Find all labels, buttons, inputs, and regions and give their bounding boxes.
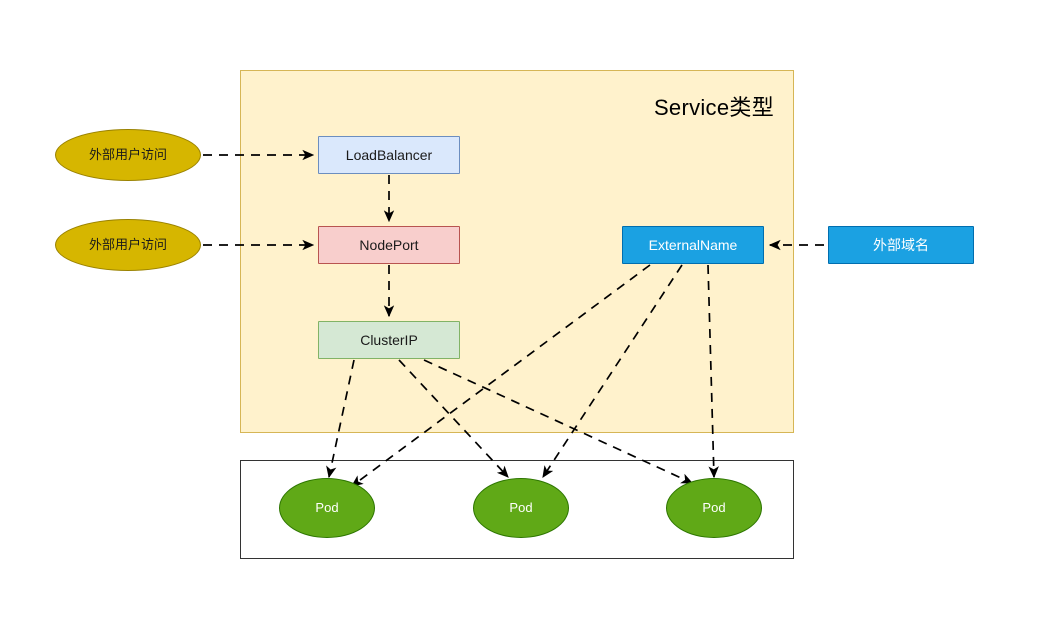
- pod-label-2: Pod: [509, 499, 533, 515]
- pod-node-3[interactable]: Pod: [666, 478, 762, 538]
- loadbalancer-node[interactable]: LoadBalancer: [318, 136, 460, 174]
- nodeport-node[interactable]: NodePort: [318, 226, 460, 264]
- nodeport-label: NodePort: [359, 236, 419, 253]
- loadbalancer-label: LoadBalancer: [345, 146, 433, 163]
- clusterip-node[interactable]: ClusterIP: [318, 321, 460, 359]
- pod-node-2[interactable]: Pod: [473, 478, 569, 538]
- pod-node-1[interactable]: Pod: [279, 478, 375, 538]
- externalname-node[interactable]: ExternalName: [622, 226, 764, 264]
- pod-label-3: Pod: [702, 499, 726, 515]
- external-domain-node[interactable]: 外部域名: [828, 226, 974, 264]
- service-group-title: Service类型: [653, 95, 774, 120]
- external-user-access-label-1: 外部用户访问: [88, 146, 167, 162]
- external-user-access-node-1[interactable]: 外部用户访问: [55, 129, 201, 181]
- pod-label-1: Pod: [315, 499, 339, 515]
- externalname-label: ExternalName: [648, 236, 738, 253]
- clusterip-label: ClusterIP: [360, 331, 418, 348]
- external-domain-label: 外部域名: [873, 236, 929, 253]
- external-user-access-label-2: 外部用户访问: [88, 236, 167, 252]
- external-user-access-node-2[interactable]: 外部用户访问: [55, 219, 201, 271]
